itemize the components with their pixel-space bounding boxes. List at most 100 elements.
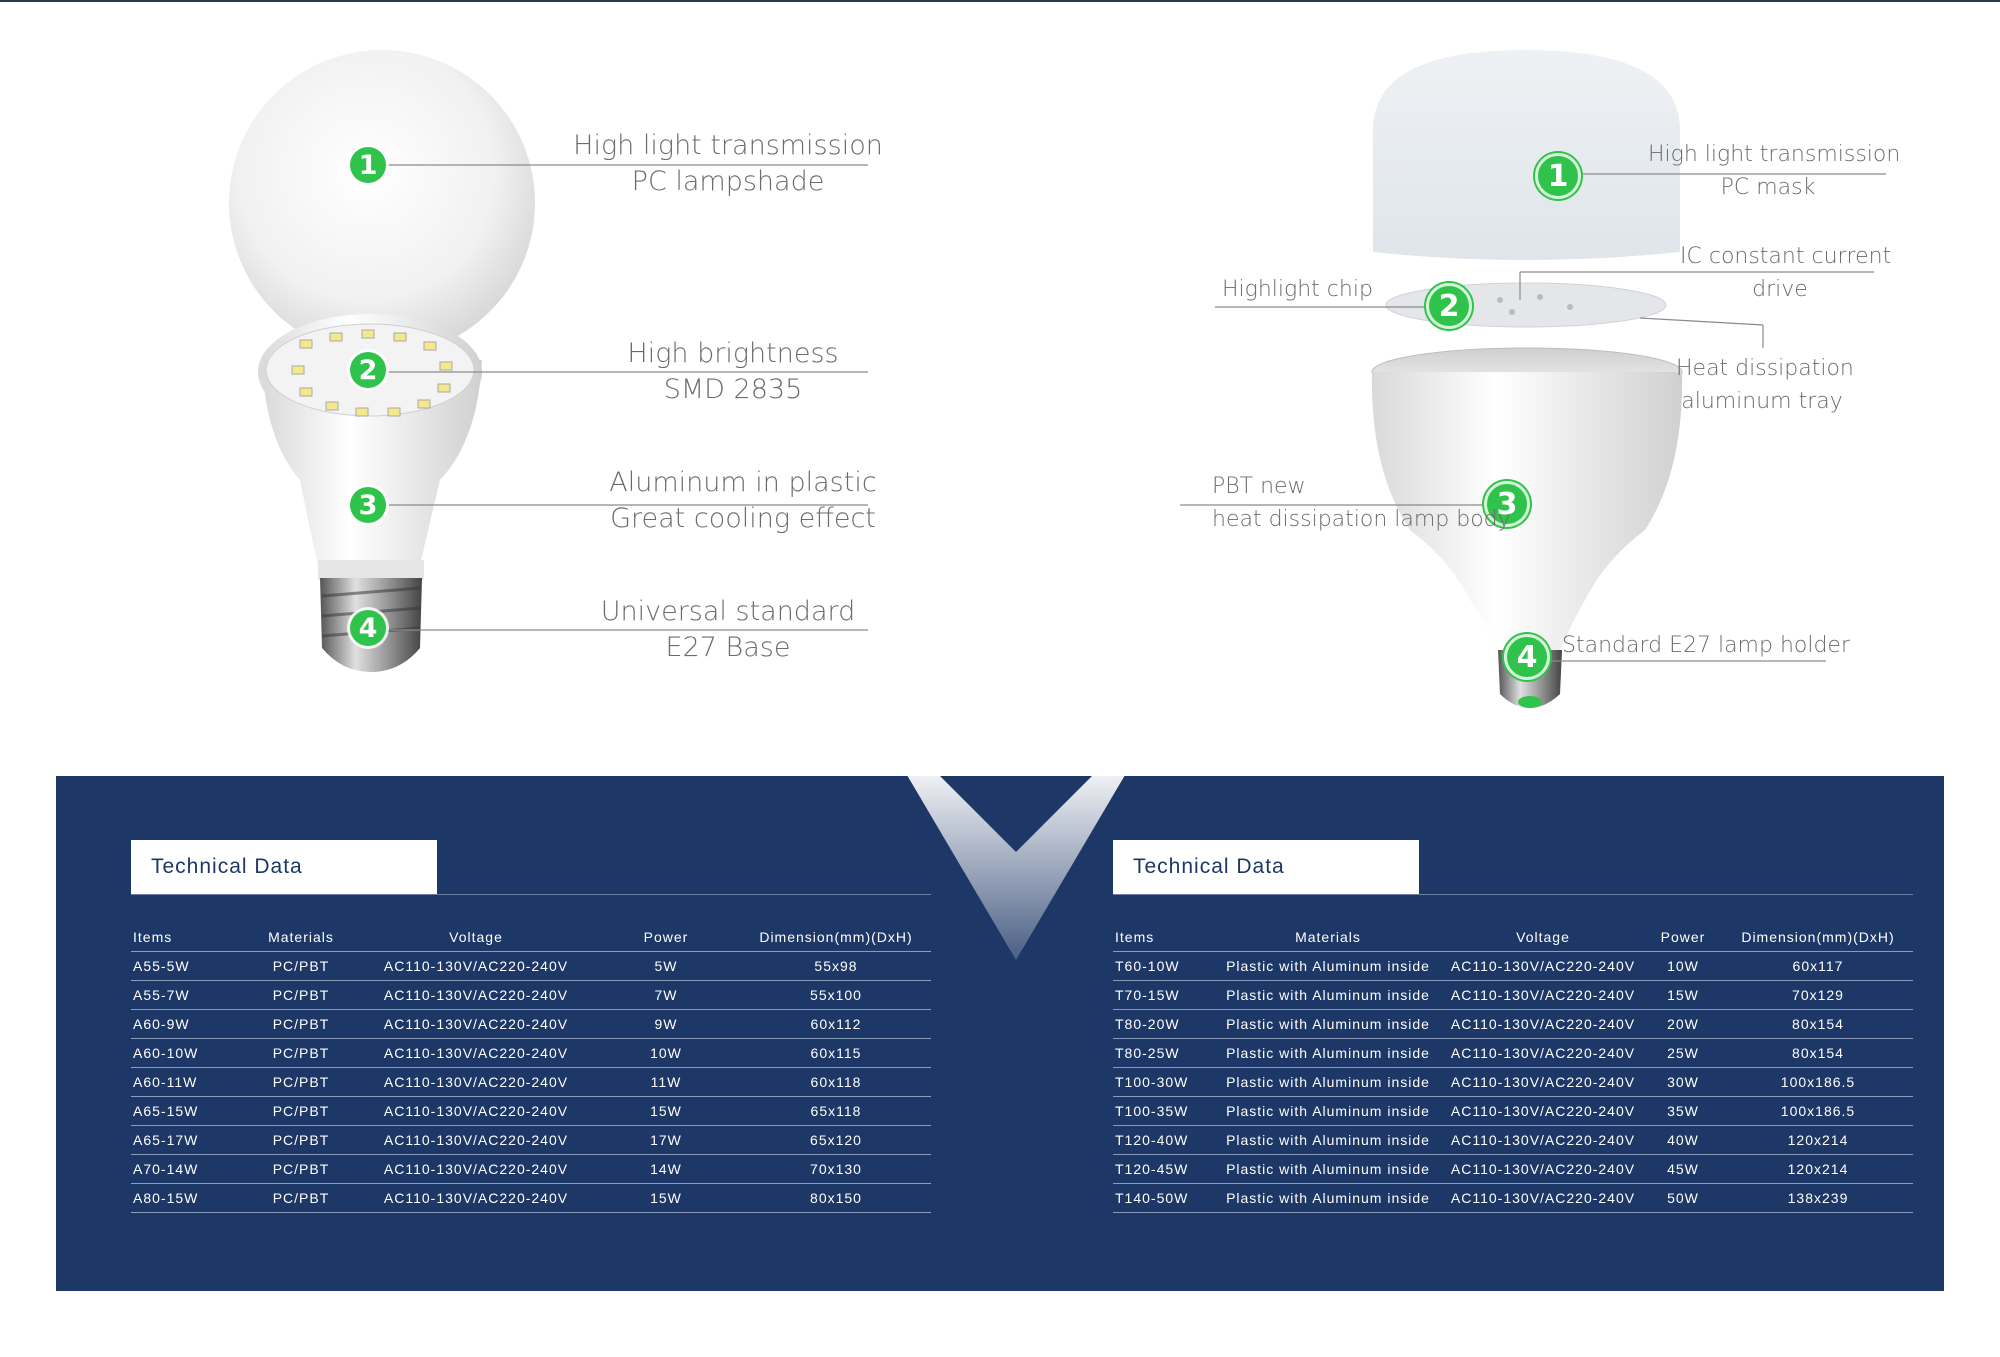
callout-line: Great cooling effect — [610, 503, 876, 534]
table-cell: 120x214 — [1723, 1154, 1913, 1184]
table-cell: T60-10W — [1113, 951, 1213, 981]
callout-lampshade: High light transmission PC lampshade — [568, 128, 888, 200]
table-cell: 70x129 — [1723, 980, 1913, 1010]
table-cell: AC110-130V/AC220-240V — [361, 1125, 591, 1155]
table-cell: AC110-130V/AC220-240V — [361, 1067, 591, 1097]
table-cell: A65-15W — [131, 1096, 241, 1126]
table-cell: 10W — [591, 1038, 741, 1068]
column-header: Dimension(mm)(DxH) — [741, 923, 931, 952]
callout-ic-drive: IC constant current drive — [1680, 240, 1892, 306]
callout-badge-3: 3 — [1484, 481, 1530, 527]
table-cell: PC/PBT — [241, 1067, 361, 1097]
callout-line: Universal standard — [600, 596, 856, 627]
table-cell: 60x118 — [741, 1067, 931, 1097]
table-cell: AC110-130V/AC220-240V — [1443, 1096, 1643, 1126]
callout-line: High light transmission — [573, 130, 883, 161]
callout-line: PC lampshade — [631, 166, 825, 197]
table-cell: 35W — [1643, 1096, 1723, 1126]
table-cell: A60-11W — [131, 1067, 241, 1097]
callout-heat-tray: Heat dissipation aluminum tray — [1676, 352, 1854, 418]
table-cell: 60x112 — [741, 1009, 931, 1039]
table-cell: T140-50W — [1113, 1183, 1213, 1213]
column-header: Voltage — [361, 923, 591, 952]
table-cell: PC/PBT — [241, 980, 361, 1010]
callout-e27-base: Universal standard E27 Base — [568, 594, 888, 666]
callout-badge-4: 4 — [350, 610, 386, 646]
table-cell: 120x214 — [1723, 1125, 1913, 1155]
table-cell: Plastic with Aluminum inside — [1213, 980, 1443, 1010]
callout-line: High brightness — [627, 338, 839, 369]
table-cell: A70-14W — [131, 1154, 241, 1184]
callout-line: Aluminum in plastic — [609, 467, 877, 498]
callout-line: High light transmission — [1648, 142, 1901, 167]
table-cell: AC110-130V/AC220-240V — [361, 980, 591, 1010]
chevron-down-icon — [904, 770, 1128, 960]
table-cell: PC/PBT — [241, 1154, 361, 1184]
table-cell: 50W — [1643, 1183, 1723, 1213]
callout-line: Standard E27 lamp holder — [1562, 633, 1851, 658]
table-cell: 30W — [1643, 1067, 1723, 1097]
table-cell: PC/PBT — [241, 1096, 361, 1126]
table-cell: 15W — [591, 1096, 741, 1126]
callout-line: aluminum tray — [1681, 389, 1843, 414]
divider — [131, 894, 931, 895]
table-cell: 100x186.5 — [1723, 1067, 1913, 1097]
callout-aluminum: Aluminum in plastic Great cooling effect — [578, 465, 908, 537]
table-cell: PC/PBT — [241, 951, 361, 981]
callout-smd: High brightness SMD 2835 — [568, 336, 898, 408]
callout-line: heat dissipation lamp body — [1212, 507, 1511, 532]
callout-line: E27 Base — [665, 632, 791, 663]
table-cell: T100-30W — [1113, 1067, 1213, 1097]
table-cell: AC110-130V/AC220-240V — [1443, 1154, 1643, 1184]
callout-line: Highlight chip — [1222, 277, 1373, 302]
table-cell: T120-45W — [1113, 1154, 1213, 1184]
top-border — [0, 0, 2000, 2]
table-cell: 55x100 — [741, 980, 931, 1010]
callout-line: IC constant current — [1680, 244, 1892, 269]
table-cell: AC110-130V/AC220-240V — [361, 1038, 591, 1068]
table-cell: Plastic with Aluminum inside — [1213, 1096, 1443, 1126]
table-cell: A65-17W — [131, 1125, 241, 1155]
table-cell: AC110-130V/AC220-240V — [361, 1096, 591, 1126]
table-cell: AC110-130V/AC220-240V — [1443, 1125, 1643, 1155]
table-cell: AC110-130V/AC220-240V — [1443, 951, 1643, 981]
column-header: Voltage — [1443, 923, 1643, 952]
table-cell: PC/PBT — [241, 1183, 361, 1213]
table-cell: 60x117 — [1723, 951, 1913, 981]
tech-data-title: Technical Data — [131, 840, 437, 894]
callout-pc-mask: High light transmission PC mask — [1648, 138, 1901, 204]
column-header: Dimension(mm)(DxH) — [1723, 923, 1913, 952]
table-cell: 10W — [1643, 951, 1723, 981]
table-cell: AC110-130V/AC220-240V — [361, 1183, 591, 1213]
table-cell: A80-15W — [131, 1183, 241, 1213]
divider — [1113, 894, 1913, 895]
callout-line: drive — [1752, 277, 1808, 302]
table-cell: 15W — [1643, 980, 1723, 1010]
table-cell: 70x130 — [741, 1154, 931, 1184]
table-cell: AC110-130V/AC220-240V — [1443, 1067, 1643, 1097]
table-cell: PC/PBT — [241, 1038, 361, 1068]
tech-data-title: Technical Data — [1113, 840, 1419, 894]
table-cell: A60-10W — [131, 1038, 241, 1068]
callout-badge-1: 1 — [1535, 153, 1581, 199]
callout-badge-1: 1 — [350, 147, 386, 183]
callout-lamp-holder: Standard E27 lamp holder — [1562, 629, 1862, 662]
table-cell: T100-35W — [1113, 1096, 1213, 1126]
table-cell: 45W — [1643, 1154, 1723, 1184]
table-cell: 17W — [591, 1125, 741, 1155]
table-cell: A55-7W — [131, 980, 241, 1010]
table-cell: Plastic with Aluminum inside — [1213, 1038, 1443, 1068]
